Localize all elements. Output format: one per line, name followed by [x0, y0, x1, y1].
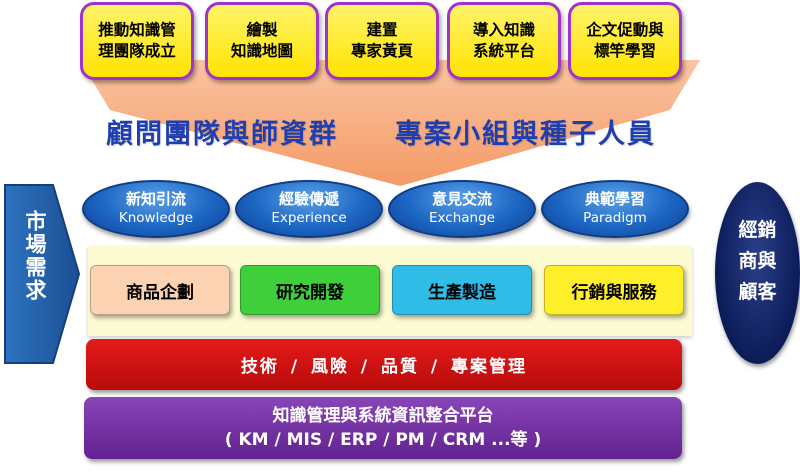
- oval-exchange-en: Exchange: [429, 210, 495, 226]
- platform-bar: 知識管理與系統資訊整合平台 ( KM / MIS / ERP / PM / CR…: [84, 397, 682, 459]
- dept-manufacturing: 生產製造: [392, 265, 532, 315]
- top-box-knowledge-team: 推動知識管 理團隊成立: [80, 2, 194, 80]
- oval-knowledge-zh: 新知引流: [125, 190, 186, 208]
- oval-exchange-zh: 意見交流: [431, 190, 492, 208]
- dept-product-planning: 商品企劃: [90, 265, 230, 315]
- oval-experience-zh: 經驗傳遞: [278, 190, 339, 208]
- headline-project-team: 專案小組與種子人員: [395, 119, 656, 150]
- platform-bar-systems: ( KM / MIS / ERP / PM / CRM ...等 ): [224, 430, 542, 450]
- headline-consultant-team: 顧問團隊與師資群: [106, 119, 338, 150]
- top-box-expert-directory: 建置 專家黃頁: [325, 2, 439, 80]
- top-box-knowledge-map: 繪製 知識地圖: [205, 2, 319, 80]
- oval-paradigm-zh: 典範學習: [584, 190, 645, 208]
- customers-oval: [715, 182, 800, 364]
- funnel-shape: [80, 60, 700, 186]
- dept-research-development: 研究開發: [240, 265, 380, 315]
- top-box-km-platform: 導入知識 系統平台: [447, 2, 561, 80]
- oval-knowledge-en: Knowledge: [118, 210, 194, 226]
- oval-paradigm-en: Paradigm: [583, 210, 647, 226]
- platform-bar-title: 知識管理與系統資訊整合平台: [272, 406, 494, 426]
- oval-knowledge: 新知引流 Knowledge: [82, 180, 230, 238]
- dept-marketing-service: 行銷與服務: [544, 265, 684, 315]
- oval-experience-en: Experience: [271, 210, 347, 226]
- market-demand-arrow: [4, 184, 81, 364]
- oval-exchange: 意見交流 Exchange: [388, 180, 536, 238]
- oval-paradigm: 典範學習 Paradigm: [541, 180, 689, 238]
- top-box-benchmark-learning: 企文促動與 標竿學習: [568, 2, 682, 80]
- oval-experience: 經驗傳遞 Experience: [235, 180, 383, 238]
- customers-label: 經銷 商與 顧客: [738, 219, 777, 303]
- market-demand-label: 市場需求: [23, 210, 47, 302]
- management-bar: 技術 / 風險 / 品質 / 專案管理: [86, 339, 682, 390]
